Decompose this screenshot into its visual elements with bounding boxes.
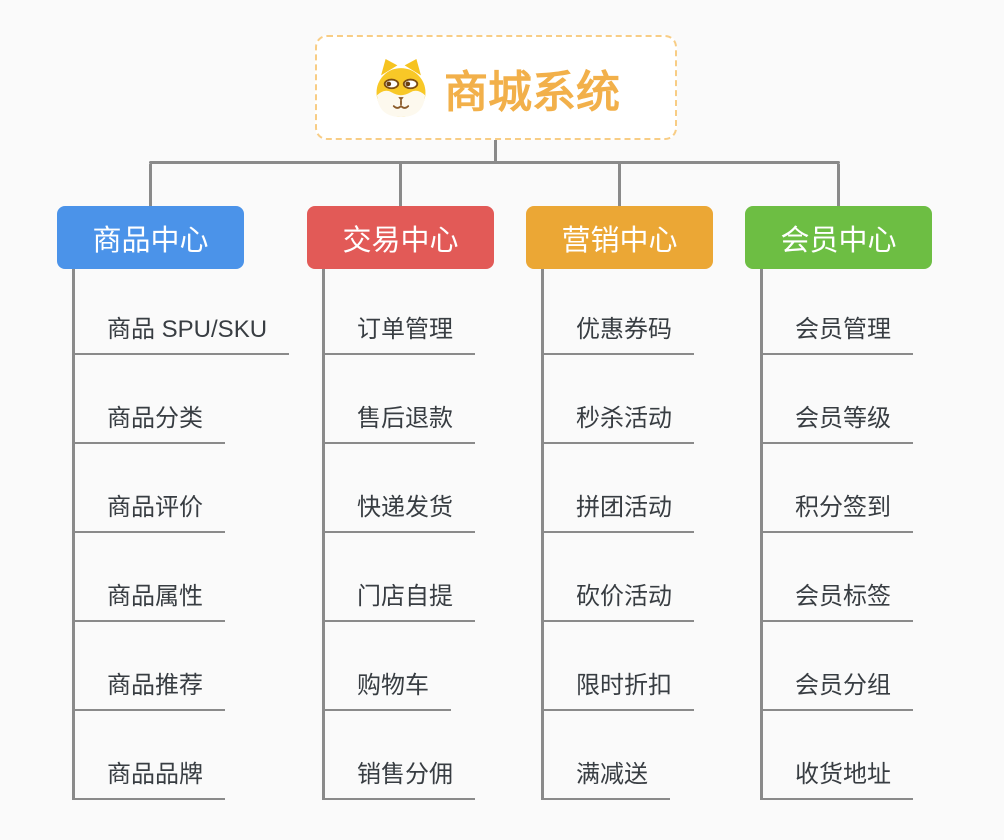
leaf-node[interactable]: 商品推荐 (75, 665, 225, 711)
leaf-slot: 商品分类 (75, 355, 289, 444)
leaf-label: 门店自提 (357, 583, 453, 610)
branch-label: 营销中心 (561, 224, 678, 257)
leaf-slot: 门店自提 (325, 533, 475, 622)
leaf-node[interactable]: 拼团活动 (544, 487, 694, 533)
leaf-label: 商品品牌 (107, 761, 203, 788)
leaf-label: 购物车 (357, 672, 429, 699)
leaf-slot: 订单管理 (325, 269, 475, 355)
branch: 交易中心 订单管理 售后退款 快递发货 门店自提 购物车 销售分佣 (307, 206, 494, 800)
leaf-node[interactable]: 商品品牌 (75, 754, 225, 800)
leaf-label: 销售分佣 (357, 761, 453, 788)
leaf-slot: 会员等级 (763, 355, 913, 444)
leaf-label: 限时折扣 (576, 672, 672, 699)
branch-leaves: 商品 SPU/SKU 商品分类 商品评价 商品属性 商品推荐 商品品牌 (72, 269, 290, 800)
leaf-node[interactable]: 砍价活动 (544, 576, 694, 622)
leaf-label: 商品属性 (107, 583, 203, 610)
leaf-slot: 快递发货 (325, 444, 475, 533)
leaf-node[interactable]: 会员标签 (763, 576, 913, 622)
branch-node[interactable]: 会员中心 (745, 206, 932, 269)
leaf-label: 会员分组 (795, 672, 891, 699)
leaf-slot: 积分签到 (763, 444, 913, 533)
leaf-node[interactable]: 优惠券码 (544, 309, 694, 355)
leaf-node[interactable]: 会员等级 (763, 398, 913, 444)
leaf-label: 快递发货 (357, 494, 453, 521)
leaf-node[interactable]: 销售分佣 (325, 754, 475, 800)
leaf-node[interactable]: 订单管理 (325, 309, 475, 355)
leaf-node[interactable]: 限时折扣 (544, 665, 694, 711)
leaf-slot: 会员管理 (763, 269, 913, 355)
leaf-node[interactable]: 商品评价 (75, 487, 225, 533)
leaf-node[interactable]: 商品 SPU/SKU (75, 309, 290, 355)
branch: 商品中心 商品 SPU/SKU 商品分类 商品评价 商品属性 商品推荐 商品品牌 (57, 206, 290, 800)
root-node[interactable]: 商城系统 (315, 35, 677, 140)
leaf-slot: 优惠券码 (544, 269, 694, 355)
leaf-node[interactable]: 秒杀活动 (544, 398, 694, 444)
leaf-node[interactable]: 会员管理 (763, 309, 913, 355)
connector-root-drop (494, 140, 497, 161)
leaf-node[interactable]: 商品属性 (75, 576, 225, 622)
leaf-label: 会员等级 (795, 405, 891, 432)
leaf-node[interactable]: 门店自提 (325, 576, 475, 622)
leaf-label: 订单管理 (357, 316, 453, 343)
branch-leaves: 订单管理 售后退款 快递发货 门店自提 购物车 销售分佣 (322, 269, 475, 800)
root-title: 商城系统 (444, 67, 620, 117)
leaf-label: 商品 SPU/SKU (107, 316, 268, 343)
connector-drop (618, 164, 621, 206)
leaf-label: 拼团活动 (576, 494, 672, 521)
branch: 会员中心 会员管理 会员等级 积分签到 会员标签 会员分组 收货地址 (745, 206, 932, 800)
leaf-node[interactable]: 快递发货 (325, 487, 475, 533)
leaf-label: 商品评价 (107, 494, 203, 521)
leaf-node[interactable]: 满减送 (544, 754, 670, 800)
leaf-node[interactable]: 商品分类 (75, 398, 225, 444)
branch-label: 会员中心 (780, 224, 897, 257)
leaf-slot: 拼团活动 (544, 444, 694, 533)
leaf-slot: 商品 SPU/SKU (75, 269, 290, 355)
branch-leaves: 优惠券码 秒杀活动 拼团活动 砍价活动 限时折扣 满减送 (541, 269, 694, 800)
connector-drop (837, 164, 840, 206)
dog-eyes (383, 78, 419, 89)
leaf-slot: 商品评价 (75, 444, 289, 533)
branch-label: 商品中心 (92, 224, 209, 257)
leaf-node[interactable]: 售后退款 (325, 398, 475, 444)
leaf-slot: 限时折扣 (544, 622, 694, 711)
leaf-node[interactable]: 收货地址 (763, 754, 913, 800)
leaf-label: 满减送 (576, 761, 648, 788)
leaf-slot: 秒杀活动 (544, 355, 694, 444)
connector-drop (399, 164, 402, 206)
leaf-label: 售后退款 (357, 405, 453, 432)
leaf-node[interactable]: 会员分组 (763, 665, 913, 711)
leaf-label: 秒杀活动 (576, 405, 672, 432)
branch-node[interactable]: 商品中心 (57, 206, 244, 269)
leaf-slot: 满减送 (544, 711, 694, 800)
branch-node[interactable]: 营销中心 (526, 206, 713, 269)
connector-drop (149, 164, 152, 206)
leaf-slot: 购物车 (325, 622, 475, 711)
leaf-label: 收货地址 (795, 761, 891, 788)
leaf-slot: 会员分组 (763, 622, 913, 711)
leaf-slot: 商品推荐 (75, 622, 289, 711)
leaf-slot: 砍价活动 (544, 533, 694, 622)
leaf-label: 会员标签 (795, 583, 891, 610)
leaf-slot: 销售分佣 (325, 711, 475, 800)
leaf-slot: 商品品牌 (75, 711, 289, 800)
leaf-label: 优惠券码 (576, 316, 672, 343)
leaf-node[interactable]: 积分签到 (763, 487, 913, 533)
leaf-label: 商品分类 (107, 405, 203, 432)
leaf-label: 会员管理 (795, 316, 891, 343)
leaf-slot: 收货地址 (763, 711, 913, 800)
leaf-slot: 商品属性 (75, 533, 289, 622)
leaf-label: 砍价活动 (576, 583, 672, 610)
leaf-label: 商品推荐 (107, 672, 203, 699)
branch-label: 交易中心 (342, 224, 459, 257)
leaf-node[interactable]: 购物车 (325, 665, 451, 711)
shiba-dog-icon (376, 58, 426, 117)
branch: 营销中心 优惠券码 秒杀活动 拼团活动 砍价活动 限时折扣 满减送 (526, 206, 713, 800)
connector-bus (149, 161, 840, 164)
leaf-slot: 售后退款 (325, 355, 475, 444)
leaf-label: 积分签到 (795, 494, 891, 521)
leaf-slot: 会员标签 (763, 533, 913, 622)
branch-leaves: 会员管理 会员等级 积分签到 会员标签 会员分组 收货地址 (760, 269, 913, 800)
branch-node[interactable]: 交易中心 (307, 206, 494, 269)
